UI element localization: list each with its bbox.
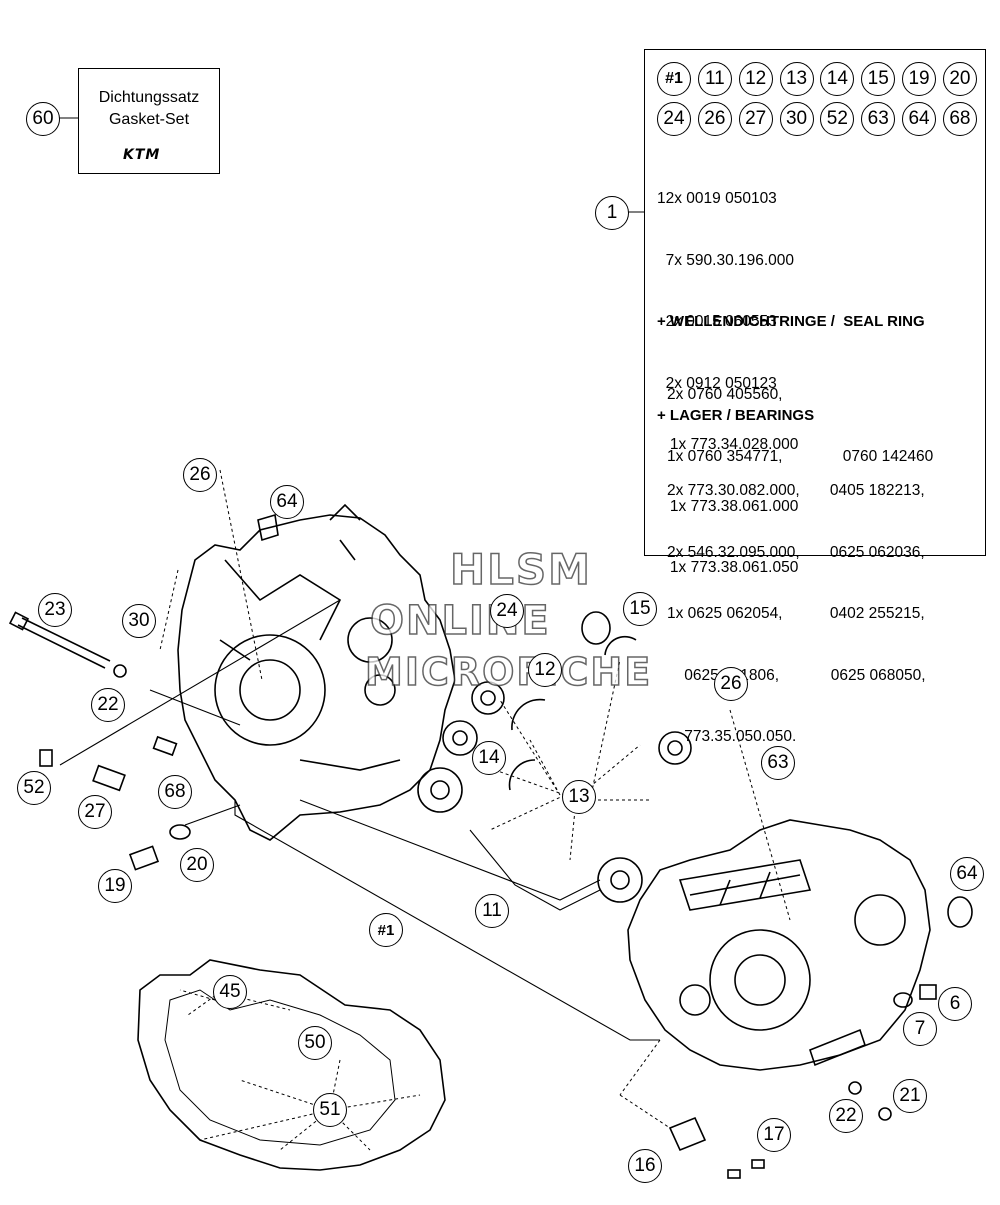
seal-ring-list: 2x 0760 405560, 1x 0760 354771, 0760 142… bbox=[667, 344, 933, 508]
callout-26-right: 26 bbox=[714, 667, 748, 701]
callout-68: 68 bbox=[158, 775, 192, 809]
circled-number: 24 bbox=[657, 102, 691, 136]
callout-30: 30 bbox=[122, 604, 156, 638]
circled-number: 64 bbox=[902, 102, 937, 136]
circled-number: 20 bbox=[942, 62, 977, 96]
callout-26-left: 26 bbox=[183, 458, 217, 492]
callout-64-right: 64 bbox=[950, 857, 984, 891]
circled-number: 27 bbox=[738, 102, 773, 136]
gasket-set-box: Dichtungssatz Gasket-Set KTM bbox=[78, 68, 220, 174]
callout-50: 50 bbox=[298, 1026, 332, 1060]
callout-12: 12 bbox=[528, 653, 562, 687]
gasket bbox=[137, 959, 446, 1171]
part-line: 2x 0015 060553 bbox=[657, 313, 777, 330]
part-line: 12x 0019 050103 bbox=[657, 190, 777, 207]
part-line: 7x 590.30.196.000 bbox=[657, 251, 795, 269]
callout-13: 13 bbox=[562, 780, 596, 814]
callout-22-right: 22 bbox=[829, 1099, 863, 1133]
bearings-list: 2x 773.30.082.000, 0405 182213, 2x 546.3… bbox=[667, 440, 926, 789]
callout-15: 15 bbox=[623, 592, 657, 626]
watermark-line-3: MICROFICHE bbox=[364, 649, 653, 695]
callout-6: 6 bbox=[938, 987, 972, 1021]
callout-19: 19 bbox=[98, 869, 132, 903]
callout-14: 14 bbox=[472, 741, 506, 775]
callout-23: 23 bbox=[38, 593, 72, 627]
left-crankcase bbox=[177, 514, 456, 841]
seal-line: 2x 0760 405560, bbox=[667, 386, 783, 403]
bearing bbox=[471, 681, 505, 715]
circled-number: 30 bbox=[779, 102, 814, 136]
circled-number: 13 bbox=[779, 62, 814, 96]
callout-22-left: 22 bbox=[91, 688, 125, 722]
circled-number: 68 bbox=[942, 102, 977, 136]
bearing-line: 2x 546.32.095.000, 0625 062036, bbox=[667, 543, 925, 561]
callout-24: 24 bbox=[490, 594, 524, 628]
gasket-set-label-en: Gasket-Set bbox=[108, 111, 190, 128]
part-line: 2x 0912 050123 bbox=[657, 374, 777, 392]
callout-16: 16 bbox=[628, 1149, 662, 1183]
callout-64-left: 64 bbox=[270, 485, 304, 519]
seal-line: 1x 0760 354771, 0760 142460 bbox=[667, 447, 934, 465]
right-crankcase bbox=[627, 819, 931, 1071]
bearing-line: 0625 061806, 0625 068050, bbox=[667, 666, 926, 684]
circled-number: 52 bbox=[820, 102, 855, 136]
circled-number: 26 bbox=[697, 102, 732, 136]
bearing-line: 773.35.050.050. bbox=[667, 728, 797, 745]
callout-51: 51 bbox=[313, 1093, 347, 1127]
circled-number: 19 bbox=[902, 62, 937, 96]
bearing-line: 2x 773.30.082.000, 0405 182213, bbox=[667, 482, 925, 499]
callout-20: 20 bbox=[180, 848, 214, 882]
part-line: 1x 773.34.028.000 bbox=[657, 436, 799, 453]
callout-45: 45 bbox=[213, 975, 247, 1009]
seal-ring-heading: + WELLENDICHTRINGE / SEAL RING bbox=[657, 313, 925, 330]
watermark-line-2: ONLINE bbox=[369, 597, 551, 645]
callout-7: 7 bbox=[903, 1012, 937, 1046]
callout-21: 21 bbox=[893, 1079, 927, 1113]
bearings-heading: + LAGER / BEARINGS bbox=[657, 407, 815, 424]
callout-27: 27 bbox=[78, 795, 112, 829]
circled-number: 11 bbox=[697, 62, 732, 96]
part-number-list: 12x 0019 050103 7x 590.30.196.000 2x 001… bbox=[657, 148, 798, 620]
bearing-line: 1x 0625 062054, 0402 255215, bbox=[667, 605, 925, 622]
callout-63: 63 bbox=[761, 746, 795, 780]
watermark-line-1: HLSM bbox=[449, 544, 592, 595]
circled-number: 63 bbox=[861, 102, 896, 136]
circled-number: 14 bbox=[820, 62, 855, 96]
circled-number: #1 bbox=[657, 62, 691, 96]
callout-hash-1: #1 bbox=[369, 913, 403, 947]
part-line: 1x 773.38.061.050 bbox=[657, 559, 799, 576]
circled-number: 15 bbox=[861, 62, 896, 96]
callout-17: 17 bbox=[757, 1118, 791, 1152]
callout-52: 52 bbox=[17, 771, 51, 805]
gasket-set-label-de: Dichtungssatz bbox=[98, 89, 200, 106]
circled-number: 12 bbox=[738, 62, 773, 96]
part-line: 1x 773.38.061.000 bbox=[657, 497, 799, 515]
callout-11: 11 bbox=[475, 894, 509, 928]
ktm-logo: KTM bbox=[123, 147, 161, 163]
callout-1: 1 bbox=[595, 196, 629, 230]
callout-60: 60 bbox=[26, 102, 60, 136]
